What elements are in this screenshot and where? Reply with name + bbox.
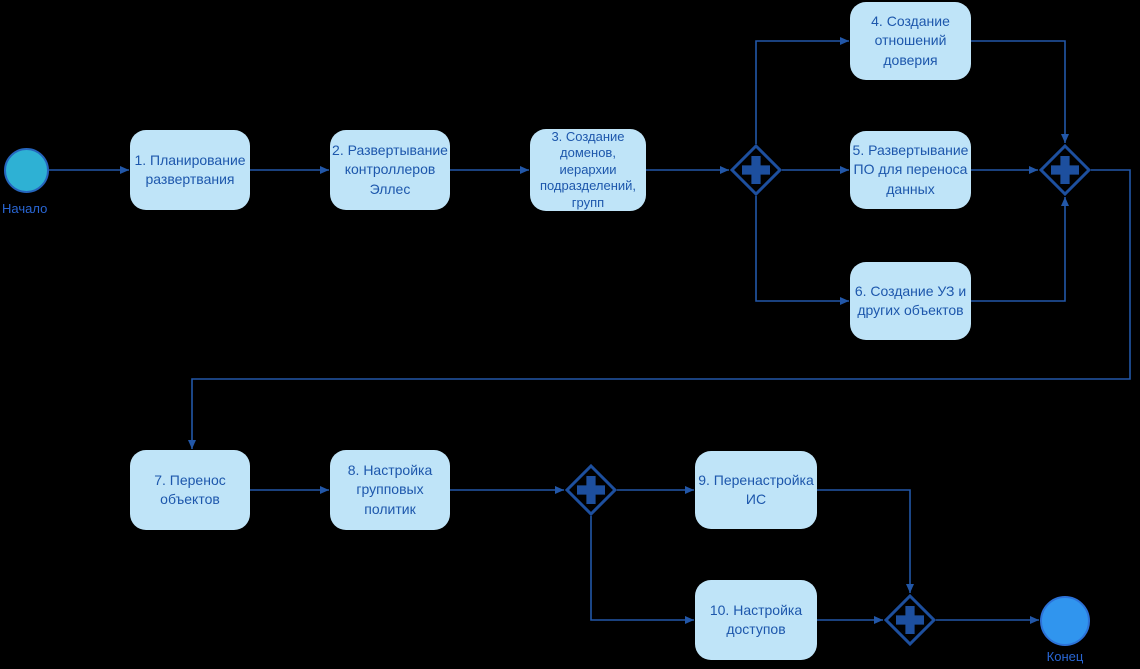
plus-icon (883, 593, 937, 647)
task-label: 4. Создание отношений доверия (871, 13, 950, 68)
task-8-group-policies[interactable]: 8. Настройка групповых политик (330, 450, 450, 530)
task-1-planning[interactable]: 1. Планирование развертвания (130, 130, 250, 210)
plus-icon (564, 463, 618, 517)
parallel-gateway-split-1[interactable] (729, 143, 783, 197)
task-label: 9. Перенастройка ИС (698, 471, 814, 507)
parallel-gateway-join-1[interactable] (1038, 143, 1092, 197)
end-event-label: Конец (1046, 649, 1084, 664)
task-label: 8. Настройка групповых политик (347, 462, 433, 517)
task-label: 1. Планирование развертвания (134, 151, 246, 187)
flow-gateway1-to-task4[interactable] (755, 37, 849, 144)
task-2-deploy-controllers[interactable]: 2. Развертывание контроллеров Эллес (330, 130, 450, 210)
task-7-transfer-objects[interactable]: 7. Перенос объектов (130, 450, 250, 530)
task-label: 6. Создание УЗ и других объектов (854, 282, 967, 318)
task-label: 5. Развертывание ПО для переноса данных (852, 142, 969, 197)
task-9-reconfigure-is[interactable]: 9. Перенастройка ИС (695, 451, 817, 529)
task-4-trust-relations[interactable]: 4. Создание отношений доверия (850, 2, 971, 80)
flow-gateway1-to-task6[interactable] (755, 196, 849, 305)
parallel-gateway-join-2[interactable] (883, 593, 937, 647)
plus-icon (729, 143, 783, 197)
task-label: 2. Развертывание контроллеров Эллес (332, 142, 448, 197)
task-label: 10. Настройка доступов (709, 601, 803, 637)
task-6-create-accounts[interactable]: 6. Создание УЗ и других объектов (850, 262, 971, 340)
task-10-configure-access[interactable]: 10. Настройка доступов (695, 580, 817, 660)
plus-icon (1038, 143, 1092, 197)
end-event[interactable] (1040, 596, 1090, 646)
task-label: 7. Перенос объектов (154, 471, 226, 507)
parallel-gateway-split-2[interactable] (564, 463, 618, 517)
start-event[interactable] (4, 148, 49, 193)
flow-gateway2-to-task7[interactable] (188, 169, 1131, 449)
start-event-label: Начало (2, 201, 48, 216)
flow-task6-to-gateway2[interactable] (971, 197, 1069, 302)
task-5-deploy-migration-software[interactable]: 5. Развертывание ПО для переноса данных (850, 131, 971, 209)
flow-task9-to-gateway4[interactable] (817, 489, 914, 593)
flow-task4-to-gateway2[interactable] (971, 40, 1069, 143)
flow-gateway3-to-task10[interactable] (590, 516, 694, 624)
task-label: 3. Создание доменов, иерархии подразделе… (539, 129, 637, 210)
task-3-create-domains[interactable]: 3. Создание доменов, иерархии подразделе… (530, 129, 646, 211)
